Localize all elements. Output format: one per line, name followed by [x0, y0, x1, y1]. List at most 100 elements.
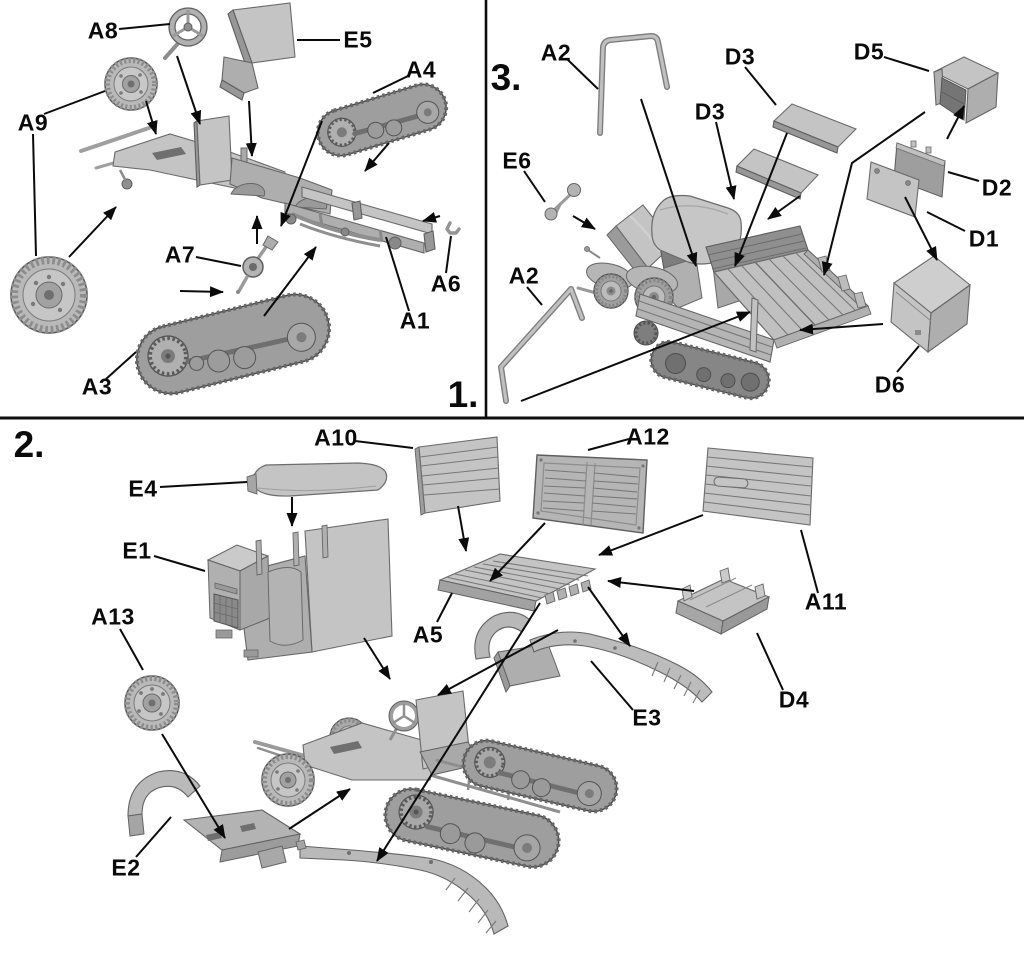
- stowage-box-part: [890, 255, 971, 354]
- part-label-a1: A1: [399, 307, 431, 334]
- assembly-arrow: [607, 577, 695, 592]
- assembly-arrow: [946, 105, 965, 140]
- part-label-a5: A5: [412, 621, 444, 648]
- leader-line: [32, 133, 37, 257]
- assembly-arrow: [145, 100, 158, 135]
- part-label-a11: A11: [804, 588, 848, 615]
- assembly-arrows-step3: [520, 98, 965, 402]
- cab-roof-part: [246, 462, 388, 497]
- assembly-arrow: [767, 195, 801, 220]
- assembly-arrow: [457, 505, 470, 552]
- leader-line: [385, 236, 410, 312]
- running-board-part: [295, 839, 509, 935]
- part-label-a9: A9: [17, 109, 49, 136]
- assembled-chassis: [253, 690, 619, 869]
- leader-line: [523, 170, 546, 203]
- canvas-bow-bottom: [498, 286, 585, 404]
- leader-line: [153, 555, 206, 572]
- assembly-arrow: [68, 206, 117, 258]
- step-number-2: 2.: [13, 424, 45, 465]
- assembly-arrow: [161, 733, 226, 839]
- canvas-bow-top: [597, 33, 670, 136]
- leader-line: [43, 90, 106, 115]
- step2-cab-assembly: [119, 436, 819, 935]
- clip-part: [445, 221, 461, 235]
- platform-part-d4: [675, 567, 771, 635]
- part-label-e3: E3: [632, 704, 662, 731]
- assembly-arrow: [363, 637, 391, 680]
- road-wheel-lower: [10, 256, 88, 334]
- cab-body-part: [206, 518, 393, 661]
- leader-line: [135, 816, 172, 858]
- part-label-e5: E5: [343, 26, 373, 53]
- panel-d1: [866, 161, 920, 218]
- assembly-arrow: [572, 215, 596, 230]
- bed-floor-part: [437, 553, 597, 612]
- leader-line: [926, 211, 966, 232]
- assembly-arrow: [715, 121, 737, 200]
- step1-chassis-assembly: [10, 2, 461, 396]
- track-assembly-right: [315, 82, 449, 158]
- assembly-arrow: [179, 286, 224, 298]
- steering-column-part: [236, 235, 279, 294]
- step3-body-assembly: [498, 33, 1000, 404]
- stowage-cover-part: [932, 56, 1000, 124]
- part-label-a4: A4: [405, 56, 437, 83]
- assembly-arrow: [821, 111, 926, 276]
- leader-line: [744, 66, 777, 106]
- section-dividers: [0, 0, 1024, 420]
- track-assembly-left: [134, 292, 332, 396]
- part-label-a12: A12: [626, 423, 670, 450]
- assembly-arrow: [587, 586, 631, 647]
- assembly-arrow: [263, 246, 317, 317]
- assembly-arrow: [422, 212, 441, 223]
- part-label-d3-top: D3: [724, 43, 756, 70]
- road-wheel-upper: [104, 57, 158, 111]
- leader-line: [118, 23, 171, 30]
- leader-line: [105, 351, 137, 380]
- part-label-d4: D4: [778, 686, 810, 713]
- leader-lines-step3: [523, 56, 980, 373]
- leader-line: [119, 628, 144, 671]
- road-wheel-a13: [124, 675, 180, 731]
- seat-part: [219, 2, 296, 101]
- assembly-arrow: [176, 55, 202, 125]
- leader-line: [756, 632, 784, 691]
- assembly-arrow: [640, 98, 698, 267]
- assembly-arrow: [364, 142, 390, 172]
- leader-line: [526, 286, 543, 306]
- assembly-arrow: [799, 323, 884, 335]
- leader-line: [372, 75, 409, 94]
- assembly-arrow: [904, 196, 938, 261]
- assembly-arrows-step1: [68, 55, 441, 317]
- leader-line: [195, 256, 242, 267]
- part-label-e2: E2: [111, 854, 141, 881]
- steering-wheel-part: [163, 7, 208, 60]
- assembly-arrow: [376, 602, 541, 862]
- step-number-3: 3.: [490, 57, 522, 98]
- bed-side-panel-a11: [702, 447, 814, 526]
- part-label-d1: D1: [968, 225, 1000, 252]
- leader-line: [587, 438, 630, 451]
- part-label-a10: A10: [314, 424, 358, 451]
- part-label-e4: E4: [128, 475, 158, 502]
- step-number-1: 1.: [447, 374, 479, 415]
- assembly-arrow: [489, 522, 546, 582]
- part-label-a7: A7: [164, 241, 196, 268]
- leader-line: [800, 529, 819, 594]
- part-label-e1: E1: [122, 537, 152, 564]
- leader-line: [883, 56, 930, 72]
- bed-gate-panel-a12: [532, 454, 648, 534]
- truck-body: [576, 194, 872, 401]
- plank-upper: [772, 103, 857, 154]
- part-label-d5: D5: [853, 38, 885, 65]
- leader-line: [445, 235, 452, 274]
- leader-lines-step2: [119, 438, 819, 858]
- leader-line: [947, 171, 980, 182]
- mirror-part: [544, 183, 581, 221]
- assembly-arrows-step2: [161, 497, 704, 862]
- part-label-a2-bottom: A2: [508, 262, 540, 289]
- leader-line: [159, 481, 248, 488]
